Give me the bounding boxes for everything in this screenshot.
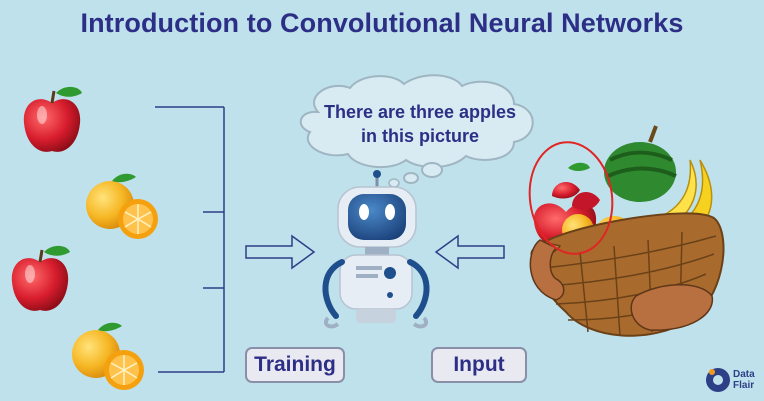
- apple-image: [11, 245, 70, 311]
- training-label: Training: [245, 347, 345, 383]
- right-arrow-icon: [245, 234, 316, 270]
- logo-text-data: Data: [733, 369, 755, 380]
- page-title: Introduction to Convolutional Neural Net…: [80, 8, 684, 38]
- thought-bubble-line-2: in this picture: [360, 126, 479, 146]
- orange-image: [86, 173, 158, 239]
- training-bracket: [155, 106, 225, 373]
- apple-image: [23, 86, 82, 152]
- robot-illustration: [322, 170, 430, 329]
- dataflair-logo-icon: [706, 368, 730, 392]
- thought-bubble-line-1: There are three apples: [323, 102, 517, 122]
- fruit-basket-image: [528, 125, 725, 337]
- logo-text-flair: Flair: [733, 380, 755, 391]
- thought-bubble: [299, 74, 534, 188]
- left-arrow-icon: [434, 234, 505, 270]
- input-label: Input: [431, 347, 527, 383]
- orange-image: [72, 322, 144, 390]
